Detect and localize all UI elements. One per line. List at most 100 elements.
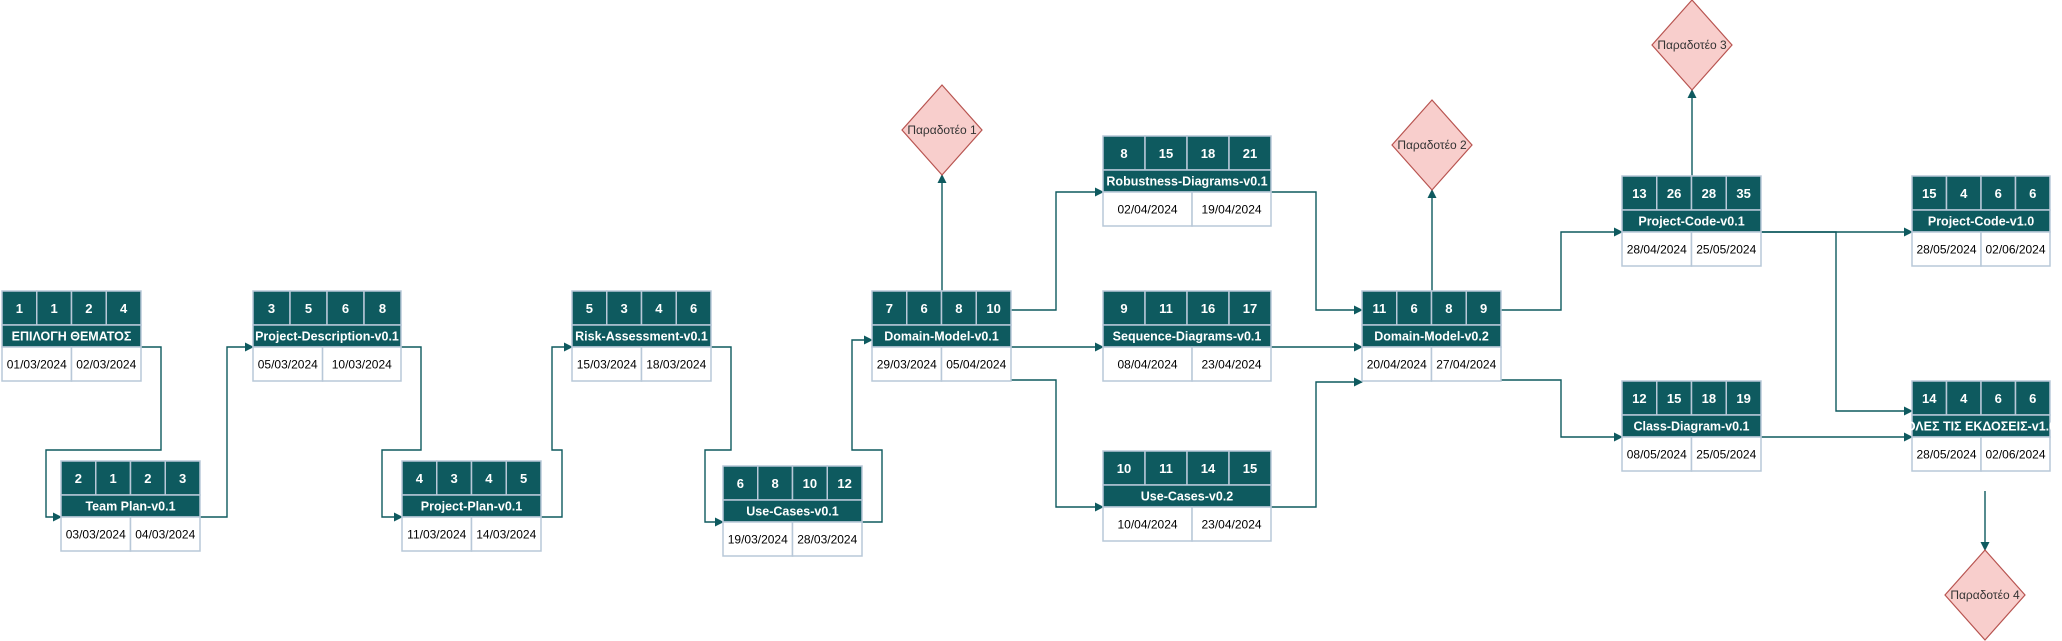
node-number-label: 7	[886, 301, 893, 316]
node-number-label: 8	[1445, 301, 1452, 316]
node-number-label: 6	[2029, 391, 2036, 406]
node-number-label: 6	[737, 476, 744, 491]
node-number-cell	[1228, 450, 1272, 486]
milestone-label: Παραδοτέο 3	[1657, 38, 1727, 52]
node-number-label: 8	[1120, 146, 1127, 161]
node-name-label: Project-Description-v0.1	[255, 330, 399, 344]
node-start-date: 20/04/2024	[1367, 358, 1427, 372]
node-number-label: 2	[144, 471, 151, 486]
node-name-label: Sequence-Diagrams-v0.1	[1113, 330, 1262, 344]
dependency-arrow	[1501, 379, 1623, 442]
node-start-date: 10/04/2024	[1117, 518, 1177, 532]
node-number-cell	[1102, 290, 1146, 326]
dependency-arrow	[200, 342, 254, 518]
node-number-label: 16	[1201, 301, 1215, 316]
node-start-date: 29/03/2024	[877, 358, 937, 372]
node-start-date-cell	[60, 516, 132, 552]
node-number-cell	[60, 460, 97, 496]
node-end-date: 04/03/2024	[135, 528, 195, 542]
node-name-label: Use-Cases-v0.1	[746, 505, 838, 519]
node-name-label: Domain-Model-v0.2	[1374, 330, 1489, 344]
node-end-date: 02/03/2024	[76, 358, 136, 372]
node-start-date: 11/03/2024	[407, 528, 466, 542]
node-number-label: 5	[586, 301, 593, 316]
milestone-deliverable-1: Παραδοτέο 1	[901, 84, 983, 176]
milestone-deliverable-2: Παραδοτέο 2	[1391, 99, 1473, 191]
dependency-arrows	[45, 89, 1990, 551]
node-number-label: 6	[2029, 186, 2036, 201]
node-number-label: 11	[1159, 461, 1173, 476]
node-number-label: 18	[1201, 146, 1215, 161]
dependency-arrow	[541, 342, 573, 518]
milestone-diamond	[1391, 99, 1473, 191]
node-end-date-cell	[470, 516, 542, 552]
node-end-date-cell	[1690, 231, 1762, 267]
node-number-label: 6	[1995, 391, 2002, 406]
node-number-label: 2	[85, 301, 92, 316]
node-number-label: 8	[772, 476, 779, 491]
node-number-label: 6	[342, 301, 349, 316]
node-start-date-cell	[722, 521, 794, 557]
node-number-label: 12	[837, 476, 851, 491]
node-name-label: Risk-Assessment-v0.1	[575, 330, 708, 344]
node-number-label: 6	[1411, 301, 1418, 316]
node-start-date: 08/05/2024	[1627, 448, 1687, 462]
node-number-label: 8	[955, 301, 962, 316]
node-start-date-cell	[252, 346, 324, 382]
node-end-date-cell	[940, 346, 1012, 382]
node-number-label: 19	[1736, 391, 1750, 406]
node-name-label: Domain-Model-v0.1	[884, 330, 999, 344]
node-number-label: 1	[51, 301, 58, 316]
node-number-label: 1	[16, 301, 23, 316]
node-number-label: 4	[485, 471, 493, 486]
node-end-date-cell	[321, 346, 402, 382]
node-number-cell	[1228, 135, 1272, 171]
node-start-date: 08/04/2024	[1117, 358, 1177, 372]
node-end-date: 25/05/2024	[1696, 448, 1756, 462]
node-name-label: Class-Diagram-v0.1	[1633, 420, 1749, 434]
node-name-label: Project-Plan-v0.1	[421, 500, 522, 514]
node-number-label: 6	[690, 301, 697, 316]
node-end-date-cell	[1430, 346, 1502, 382]
node-number-label: 9	[1480, 301, 1487, 316]
dependency-arrow	[1011, 187, 1104, 311]
node-number-label: 15	[1243, 461, 1257, 476]
node-number-label: 10	[1117, 461, 1131, 476]
node-number-label: 3	[621, 301, 628, 316]
node-number-label: 17	[1243, 301, 1257, 316]
node-number-cell	[906, 290, 943, 326]
node-number-cell	[1911, 175, 1948, 211]
node-number-cell	[1, 290, 38, 326]
node-number-cell	[1465, 290, 1502, 326]
node-number-cell	[1102, 135, 1146, 171]
node-number-label: 10	[803, 476, 817, 491]
node-number-label: 9	[1120, 301, 1127, 316]
milestone-label: Παραδοτέο 1	[907, 123, 977, 137]
node-end-date-cell	[640, 346, 712, 382]
node-number-label: 10	[986, 301, 1000, 316]
node-number-cell	[129, 460, 166, 496]
node-number-label: 4	[655, 301, 663, 316]
node-start-date: 02/04/2024	[1117, 203, 1177, 217]
node-end-date: 23/04/2024	[1201, 358, 1261, 372]
node-number-label: 4	[416, 471, 424, 486]
node-number-label: 5	[520, 471, 527, 486]
node-number-cell	[640, 290, 677, 326]
node-end-date: 14/03/2024	[476, 528, 536, 542]
node-end-date: 27/04/2024	[1436, 358, 1496, 372]
dependency-arrow	[1011, 379, 1104, 512]
node-number-label: 26	[1667, 186, 1681, 201]
node-start-date-cell	[1, 346, 73, 382]
